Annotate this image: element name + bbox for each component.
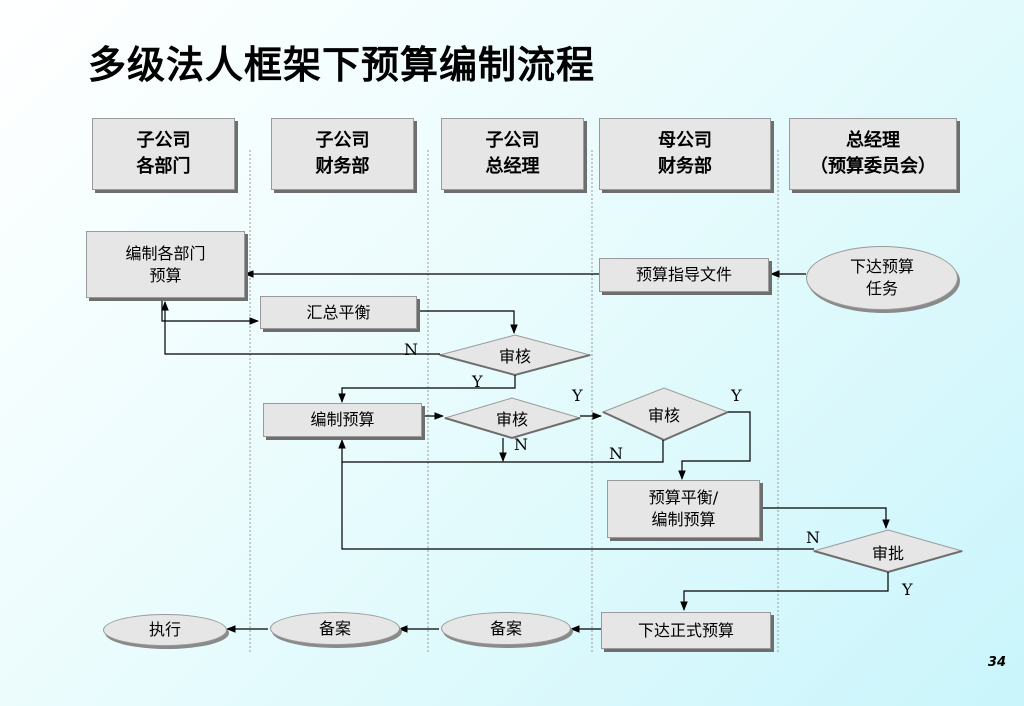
review3-label: 审核: [647, 406, 680, 425]
node-label: 下达正式预算: [637, 620, 734, 640]
node-label: 编制各部门: [125, 243, 206, 263]
guide-doc-box: 预算指导文件: [599, 258, 769, 292]
arrow-approve-no: [341, 462, 814, 550]
record2-oval: 备案: [270, 612, 400, 645]
label-n-review2: N: [514, 435, 528, 454]
node-label: 汇总平衡: [306, 302, 371, 322]
arrow-balance-to-approve: [760, 507, 890, 529]
lane-header-line: 财务部: [658, 156, 712, 177]
dept-budget-box: 编制各部门 预算: [86, 231, 245, 298]
lane-header-line: 财务部: [315, 156, 370, 177]
page-title: 多级法人框架下预算编制流程: [88, 43, 596, 87]
arrow-dept-to-summary: [161, 300, 259, 325]
lane-header-line: 总经理: [846, 130, 900, 151]
lane-header-line: 子公司: [315, 130, 370, 151]
lane-header-gm-budget-committee: 总经理 （预算委员会）: [789, 118, 957, 190]
label-n-review1: N: [404, 340, 418, 359]
lane-header-line: 子公司: [136, 130, 191, 151]
node-label: 预算指导文件: [635, 265, 732, 284]
node-label: 下达预算: [849, 257, 914, 276]
arrow-review1-yes: [338, 375, 516, 403]
label-y-approve: Y: [902, 580, 913, 599]
lane-header-line: 母公司: [658, 130, 712, 151]
issue-task-oval: 下达预算 任务: [806, 246, 958, 310]
approve-label: 审批: [871, 544, 904, 563]
arrow-approve-yes: [680, 572, 889, 611]
execute-oval: 执行: [103, 614, 227, 646]
label-n-review3: N: [609, 444, 623, 463]
node-label: 执行: [148, 620, 181, 639]
node-label: 备案: [489, 618, 522, 638]
issue-formal-box: 下达正式预算: [601, 612, 771, 649]
review2-diamond-shadow: [444, 417, 581, 440]
node-label: 备案: [318, 618, 351, 638]
label-n-approve: N: [806, 528, 820, 547]
review1-label: 审核: [498, 347, 531, 366]
compile-budget-box: 编制预算: [263, 403, 422, 437]
arrow-review3-no: [338, 439, 664, 463]
node-label: 预算平衡/: [648, 488, 719, 507]
label-y-review3: Y: [731, 386, 742, 405]
lane-header-parent-finance: 母公司 财务部: [599, 118, 771, 190]
node-label: 编制预算: [651, 510, 716, 529]
lane-header-subsidiary-gm: 子公司 总经理: [441, 118, 584, 190]
lane-header-line: 总经理: [485, 156, 540, 177]
record1-oval: 备案: [441, 612, 571, 645]
lane-header-line: 子公司: [485, 130, 540, 151]
summary-balance-box: 汇总平衡: [260, 296, 417, 329]
label-y-review1: Y: [472, 372, 483, 391]
arrow-review1-no: [161, 301, 440, 355]
label-y-review2: Y: [572, 386, 583, 405]
lane-header-subsidiary-departments: 子公司 各部门: [92, 118, 235, 190]
lane-header-line: （预算委员会）: [810, 156, 936, 177]
arrow-review3-yes: [678, 411, 751, 480]
review2-label: 审核: [495, 410, 528, 429]
page-number: 34: [987, 655, 1006, 670]
balance-compile-box: 预算平衡/ 编制预算: [607, 480, 760, 538]
arrow-summary-to-review1: [417, 310, 518, 334]
node-label: 预算: [149, 265, 182, 285]
node-label: 编制预算: [310, 410, 375, 429]
review3-diamond-shadow: [602, 411, 729, 442]
lane-header-line: 各部门: [136, 156, 191, 177]
lane-header-subsidiary-finance: 子公司 财务部: [271, 118, 414, 190]
node-label: 任务: [865, 279, 898, 298]
